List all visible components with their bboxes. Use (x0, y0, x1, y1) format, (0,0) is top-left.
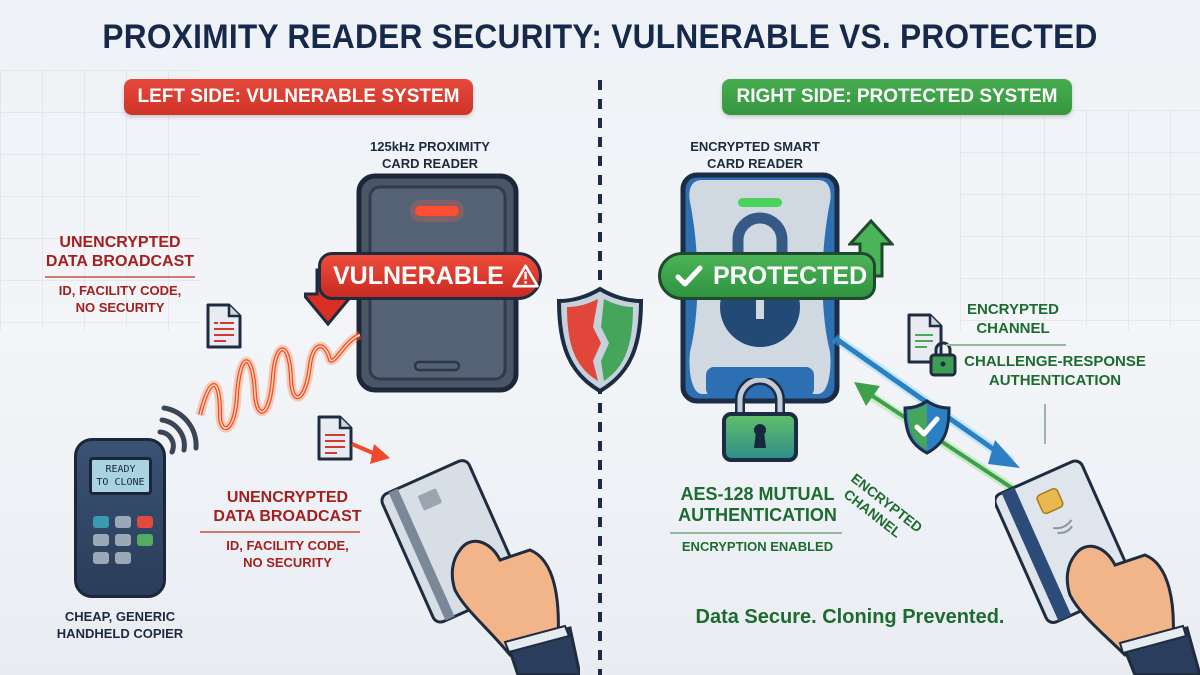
copier-screen: READY TO CLONE (89, 457, 152, 495)
hand-holding-smart-card (995, 459, 1200, 675)
copier-label-line: CHEAP, GENERIC (64, 609, 176, 624)
callout-sub-line: AUTHENTICATION (988, 372, 1122, 389)
hand-holding-proximity-card (380, 459, 580, 675)
copier-label-line: HANDHELD COPIER (56, 626, 184, 641)
right-reader-label: ENCRYPTED SMART CARD READER (665, 138, 845, 172)
copier-key[interactable] (93, 552, 109, 564)
callout-sub-line: ID, FACILITY CODE, (226, 538, 349, 553)
red-data-arrow-icon (351, 442, 390, 464)
copier-label: CHEAP, GENERIC HANDHELD COPIER (40, 608, 200, 642)
wireless-signal-icon (157, 405, 199, 455)
protected-banner: PROTECTED (658, 252, 876, 300)
unencrypted-callout-bottom: UNENCRYPTED DATA BROADCAST ID, FACILITY … (200, 488, 375, 571)
warning-triangle-icon (512, 264, 539, 288)
signal-wave-icon (195, 330, 362, 433)
copier-key-teal[interactable] (93, 516, 109, 528)
copier-key[interactable] (115, 534, 131, 546)
reader-label-line: CARD READER (706, 156, 804, 171)
aes-caption: AES-128 MUTUAL AUTHENTICATION ENCRYPTION… (665, 484, 850, 554)
reader-label-line: ENCRYPTED SMART (690, 139, 820, 154)
grid-decoration-right (960, 110, 1200, 330)
callout-divider (200, 531, 360, 533)
copier-key-green[interactable] (137, 534, 153, 546)
callout-divider (45, 276, 195, 278)
callout-title-line: DATA BROADCAST (213, 508, 362, 525)
data-secure-footer: Data Secure. Cloning Prevented. (695, 606, 1005, 628)
callout-sub-line: ID, FACILITY CODE, (58, 283, 182, 298)
left-section-header: LEFT SIDE: VULNERABLE SYSTEM (124, 79, 473, 115)
copier-key-red[interactable] (137, 516, 153, 528)
reader-label-line: 125kHz PROXIMITY (370, 139, 490, 154)
protected-banner-label: PROTECTED (713, 261, 868, 290)
callout-title-line: UNENCRYPTED (226, 489, 349, 506)
callout-title-line: UNENCRYPTED (59, 234, 181, 251)
callout-sub-line: CHALLENGE-RESPONSE (964, 353, 1146, 370)
callout-divider (946, 344, 1066, 346)
copier-key[interactable] (93, 534, 109, 546)
shield-check-icon (903, 399, 951, 455)
right-section-header: RIGHT SIDE: PROTECTED SYSTEM (722, 79, 1072, 115)
caption-divider (670, 532, 842, 534)
unencrypted-callout-top: UNENCRYPTED DATA BROADCAST ID, FACILITY … (25, 233, 215, 316)
padlock-icon (722, 378, 798, 462)
callout-title-line: CHANNEL (976, 320, 1050, 337)
encrypted-document-icon (907, 313, 957, 377)
handheld-copier-device: READY TO CLONE (74, 438, 166, 598)
copier-key[interactable] (115, 516, 131, 528)
callout-leader-line (1044, 404, 1046, 444)
broken-shield-icon (556, 286, 644, 394)
left-reader-label: 125kHz PROXIMITY CARD READER (340, 138, 520, 172)
callout-title-line: DATA BROADCAST (45, 253, 195, 270)
vulnerable-banner-label: VULNERABLE (333, 261, 504, 290)
reader-label-line: CARD READER (381, 156, 479, 171)
document-icon (206, 303, 242, 349)
aes-caption-line: AUTHENTICATION (678, 505, 837, 525)
callout-sub-line: NO SECURITY (75, 300, 165, 315)
aes-caption-line: AES-128 MUTUAL (680, 484, 835, 504)
vulnerable-banner: VULNERABLE (318, 252, 542, 300)
encryption-enabled-label: ENCRYPTION ENABLED (681, 539, 834, 554)
callout-title-line: ENCRYPTED (967, 301, 1059, 318)
callout-sub-line: NO SECURITY (243, 555, 332, 570)
copier-screen-line: TO CLONE (96, 477, 145, 488)
copier-screen-line: READY (105, 464, 136, 475)
page-title: PROXIMITY READER SECURITY: VULNERABLE VS… (102, 18, 1098, 56)
document-icon (317, 415, 353, 461)
encrypted-channel-callout: ENCRYPTED CHANNEL CHALLENGE-RESPONSE AUT… (946, 300, 1150, 444)
checkmark-icon (675, 265, 703, 287)
copier-key[interactable] (115, 552, 131, 564)
